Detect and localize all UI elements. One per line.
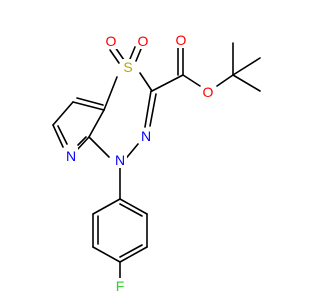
bond-s-o2 [129,46,136,60]
bond-n8-c8a-inner [77,136,87,146]
atom-o-sulfonyl-1: O [106,33,117,49]
atom-s: S [123,59,132,75]
bond-c4a-c5 [72,101,105,111]
bond-c4a-c5-inner [76,97,104,106]
oxygen-atom-sulfonyl-2: O [136,33,150,49]
nitrogen-atom-pyridine: N [64,148,78,164]
bond-o-c-tert [216,74,234,87]
bond-c8a-c4a [88,109,105,138]
bond-c-o-ester [182,74,201,87]
bond-c5-c6 [52,101,74,126]
oxygen-atom-ester: O [201,84,215,100]
bond-s-c3 [139,72,153,92]
atom-n-pyridine: N [66,148,76,164]
atom-o-sulfonyl-2: O [138,33,149,49]
bond-ar4 [119,246,148,263]
fluorine-atom: F [113,278,127,294]
bond-tert-me2 [232,57,261,76]
nitrogen-atom-ring: N [139,128,153,144]
bond-s-o2-double [135,48,142,62]
atom-o-ester: O [203,84,214,100]
bond-ar1 [92,198,121,215]
sulfur-atom: S [121,59,135,75]
bond-ar6-inner [119,203,143,217]
bond-ar3 [92,246,121,263]
oxygen-atom-sulfonyl-1: O [104,33,118,49]
bond-s-o1-double [109,49,120,64]
nitrogen-atom-aryl: N [113,152,127,168]
molecule-svg: S O O O O N N N [52,32,261,294]
atom-o-carbonyl: O [176,32,187,48]
oxygen-atom-carbonyl: O [174,32,188,48]
bond-c6-c7-inner [57,125,68,145]
atom-n-ring: N [141,128,151,144]
bond-layer [52,42,261,282]
bond-ar4-inner [119,244,143,258]
molecule-structure-diagram: S O O O O N N N [52,32,261,294]
atom-label-layer: S O O O O N N N [64,32,215,294]
atom-f: F [116,278,125,294]
atom-n-aryl: N [115,152,125,168]
bond-n-c8a [88,136,110,158]
bond-c3-n-double [149,93,157,127]
bond-s-o1 [114,46,125,61]
bond-c3-c-carboxyl [151,74,184,92]
bond-c6-c7 [52,124,64,148]
bond-tert-me3 [232,74,261,92]
bond-n8-c8a [75,136,90,152]
bond-c3-n [144,90,152,128]
bond-ar6 [119,198,148,215]
bond-c4a-s [103,76,118,111]
